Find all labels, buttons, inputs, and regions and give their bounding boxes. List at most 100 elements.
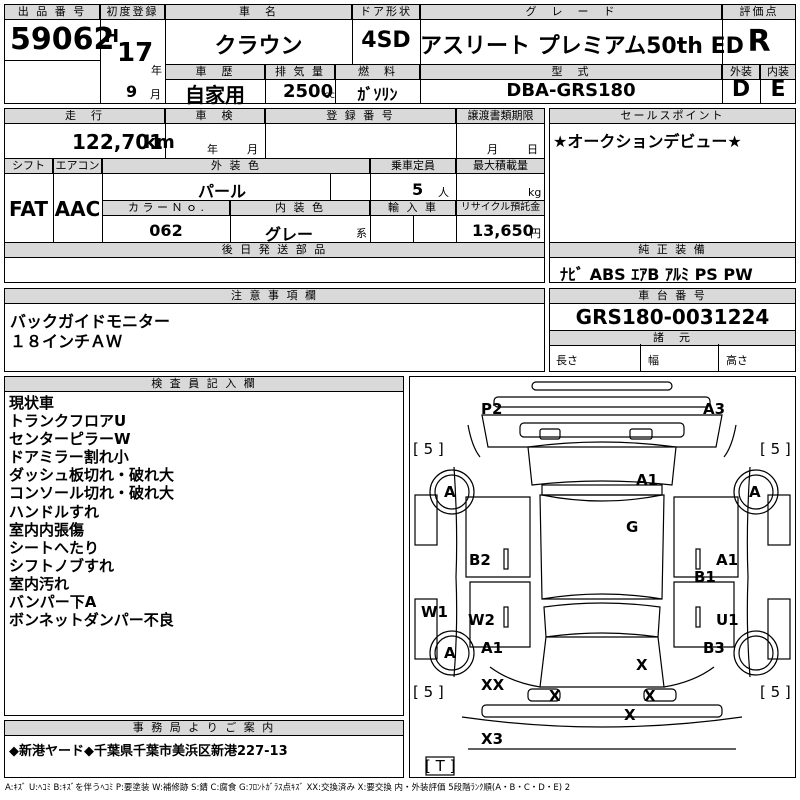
reg-month: 9 [126,82,138,101]
ac: AAC [54,197,101,221]
shift: FAT [9,197,48,221]
legend: A:ｷｽﾞ U:ﾍｺﾐ B:ｷｽﾞを伴うﾍｺﾐ P:要塗装 W:補修跡 S:錆 … [5,783,571,793]
mileage: 122,701 [72,130,164,154]
payload-label: 最大積載量 [456,158,545,174]
lot-number: 59062 [10,22,115,57]
score: R [747,24,771,59]
inspector-label: 検 査 員 記 入 欄 [4,376,404,392]
equipment-text: ﾅﾋﾞ ABS ｴｱB ｱﾙﾐ PS PW [560,265,753,284]
displacement-label: 排 気 量 [265,64,335,80]
notes-line-2: １８インチＡＷ [10,332,123,351]
mark-a1-right: A1 [716,551,739,569]
office-text: ◆新港ヤード◆千葉県千葉市美浜区新港227-13 [9,744,288,759]
interior-score: E [770,77,786,102]
mark-w2: W2 [468,611,495,629]
mark-x-trunk: X [636,656,648,674]
inspector-line: コンソール切れ・破れ大 [9,484,175,503]
chassis-label: 車 台 番 号 [549,288,796,304]
interior-score-label: 内装 [760,64,796,80]
inspector-line: バンパー下A [9,593,97,612]
exterior-score-label: 外装 [722,64,760,80]
inspection-year-unit: 年 [207,143,218,156]
inspector-line: シートへたり [9,538,100,557]
plate-label: 登 録 番 号 [265,108,456,124]
capacity-unit: 人 [438,186,449,199]
mark-wheel-fr: A [749,483,761,501]
fuel: ｶﾞｿﾘﾝ [357,85,398,104]
inspector-line: トランクフロアU [9,412,127,431]
score-label: 評価点 [722,4,796,20]
transfer-label: 譲渡書類期限 [456,108,545,124]
reg-year: 17 [117,38,154,68]
inspector-line: 室内汚れ [9,574,70,593]
spare-tire-label: [ T ] [425,757,456,775]
capacity: 5 [412,180,424,199]
mark-x-lamp-right: X [644,687,656,705]
door-type: 4SD [361,28,411,53]
door-label: ドア形状 [352,4,420,20]
mark-x-lamp-left: X [549,687,561,705]
displacement: 2500 [283,81,334,102]
inspector-line: ハンドルすれ [9,502,100,521]
transfer-day-unit: 日 [527,143,538,156]
color-no: 062 [149,221,183,240]
tire-label-rear-left: [ 5 ] [413,683,444,701]
equipment-label: 純 正 装 備 [549,242,796,258]
inspector-line: ダッシュ板切れ・破れ大 [9,466,175,485]
int-color-label: 内 装 色 [230,200,370,216]
damage-diagram [409,376,796,778]
recycle-label: リサイクル預託金 [456,200,545,216]
mileage-unit: km [144,132,175,153]
car-outline-svg [414,381,791,776]
capacity-label: 乗車定員 [370,158,456,174]
height-label: 高さ [726,354,748,367]
mark-b3: B3 [703,639,725,657]
tire-label-rear-right: [ 5 ] [760,683,791,701]
mark-x-bumper: X [624,706,636,724]
model-label: 型 式 [420,64,722,80]
ac-label: エアコン [53,158,102,174]
first-reg-label: 初度登録 [100,4,165,20]
inspector-line: センターピラーW [9,430,131,449]
mark-w1: W1 [421,603,448,621]
model: DBA-GRS180 [506,80,636,101]
inspector-line: シフトノブすれ [9,556,115,575]
reg-month-unit: 月 [150,88,161,101]
history: 自家用 [185,83,245,107]
mark-wheel-rl: A [444,644,456,662]
car-name: クラウン [214,34,303,59]
mark-b2: B2 [469,551,491,569]
car-name-label: 車 名 [165,4,352,20]
inspector-line: ボンネットダンパー不良 [9,611,174,630]
mark-a3: A3 [703,400,726,418]
reg-year-unit: 年 [151,64,162,77]
mark-g: G [626,518,639,536]
grade: アスリート プレミアム50th ED [420,34,744,59]
mark-p2: P2 [481,400,503,418]
int-color-suffix: 系 [356,227,367,240]
mark-xx: XX [481,676,505,694]
color-no-label: カ ラ ー Ｎ ｏ . [102,200,230,216]
payload-unit: kg [528,186,542,199]
inspection-label: 車 検 [165,108,265,124]
recycle-amount: 13,650 [472,221,534,240]
mark-wheel-fl: A [444,483,456,501]
width-label: 幅 [648,354,659,367]
inspector-line: 現状車 [9,394,55,412]
tire-label-front-left: [ 5 ] [413,440,444,458]
ext-color: パール [197,182,246,201]
inspector-line: 室内内張傷 [9,520,85,539]
later-parts-label: 後 日 発 送 部 品 [4,242,545,258]
transfer-month-unit: 月 [487,143,498,156]
inspector-notes: 現状車 トランクフロアU センターピラーW ドアミラー割れ小 ダッシュ板切れ・破… [9,394,174,629]
recycle-unit: 円 [530,227,541,240]
fuel-label: 燃 料 [335,64,420,80]
length-label: 長さ [556,354,578,367]
int-color: グレー [264,225,313,244]
inspector-line: ドアミラー割れ小 [9,448,129,467]
mark-u1: U1 [716,611,739,629]
import-label: 輸 入 車 [370,200,456,216]
chassis-number: GRS180-0031224 [575,305,770,329]
era-mark: H [104,26,120,47]
office-label: 事 務 局 よ り ご 案 内 [4,720,404,736]
